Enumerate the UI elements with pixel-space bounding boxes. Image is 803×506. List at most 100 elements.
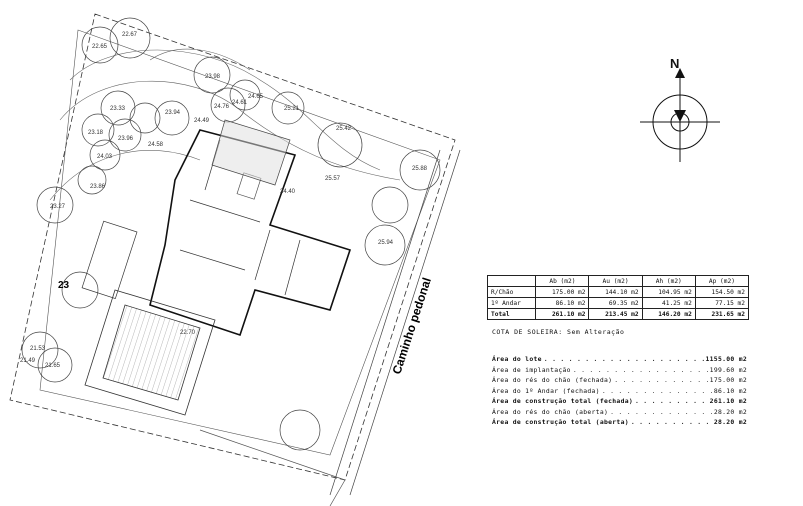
summary-row: Área do 1º Andar (fechada) . . . . . . .… <box>492 386 747 397</box>
summary-label: Área de construção total (fechada) <box>492 397 634 405</box>
tree <box>61 271 99 309</box>
tree <box>271 91 305 125</box>
elevation-label: 23.33 <box>110 106 126 112</box>
summary-label: Área do lote <box>492 355 542 363</box>
elevation-label: 25.42 <box>336 126 352 132</box>
tree <box>77 165 107 195</box>
table-cell: 77.15 m2 <box>694 297 750 309</box>
adjacent-lot <box>199 429 346 506</box>
tree <box>89 139 121 171</box>
tree <box>399 149 441 191</box>
elevation-label: 24.40 <box>280 189 296 195</box>
tree <box>108 118 142 152</box>
summary-label: Área de construção total (aberta) <box>492 418 629 426</box>
summary-row: Área de implantação . . . . . . . . . . … <box>492 365 747 376</box>
summary-label: Área do rés do chão (aberta) <box>492 407 609 416</box>
elevation-label: 23.27 <box>50 204 66 210</box>
table-cell: 175.00 m2 <box>535 286 590 298</box>
header-cell: Ab (m2) <box>535 275 590 287</box>
elevation-label: 22.67 <box>122 32 138 38</box>
elevation-label: 23.98 <box>205 74 221 80</box>
leader-dots: . . . . . . . . . . . . . . . . . . . . … <box>630 418 712 426</box>
tree <box>279 409 321 451</box>
header-cell: Au (m2) <box>588 275 643 287</box>
building-wall <box>254 229 271 281</box>
tree <box>37 347 73 383</box>
leader-dots: . . . . . . . . . . . . . . . . . . . . … <box>610 407 712 416</box>
header-cell: Ah (m2) <box>641 275 696 287</box>
table-cell: 261.10 m2 <box>535 308 590 320</box>
table-cell: 41.25 m2 <box>641 297 696 309</box>
summary-value: 28.20 m2 <box>713 418 747 426</box>
building-outline <box>149 129 352 337</box>
table-row-total: Total 261.10 m2 213.45 m2 146.20 m2 231.… <box>486 308 750 320</box>
elevation-label: 25.88 <box>412 166 428 172</box>
table-row: R/Chão 175.00 m2 144.10 m2 104.95 m2 154… <box>486 286 750 298</box>
path-label: Caminho pedonal <box>390 276 434 376</box>
contour-line <box>149 48 251 71</box>
summary-label: Área do rés do chão (fechada) <box>492 376 613 384</box>
elevation-label: 23.86 <box>90 184 106 190</box>
elevation-label: 25.94 <box>378 240 394 246</box>
summary-value: 28.20 m2 <box>713 407 747 416</box>
elevation-label: 24.03 <box>97 154 113 160</box>
table-cell: 86.10 m2 <box>535 297 590 309</box>
summary-value: 261.10 m2 <box>709 397 747 405</box>
tree <box>109 17 151 59</box>
summary-value: 175.00 m2 <box>709 376 747 384</box>
summary-row: Área do rés do chão (fechada) . . . . . … <box>492 375 747 386</box>
elevation-label: 25.57 <box>325 176 341 182</box>
elevation-label: 23.96 <box>118 136 134 142</box>
terrace <box>211 119 291 186</box>
leader-dots: . . . . . . . . . . . . . . . . . . . . … <box>601 386 712 395</box>
building-wall <box>284 239 301 296</box>
building-wall <box>179 249 246 271</box>
row-label: 1º Andar <box>486 297 537 309</box>
tree <box>100 90 136 126</box>
elevation-label: 23.94 <box>165 110 181 116</box>
elevation-label: 24.76 <box>214 104 230 110</box>
contour-line <box>69 49 381 171</box>
elevation-label: 24.49 <box>194 118 210 124</box>
table-cell: 213.45 m2 <box>588 308 643 320</box>
table-cell: 231.65 m2 <box>694 308 750 320</box>
leader-dots: . . . . . . . . . . . . . . . . . . . . … <box>614 376 707 384</box>
summary-label: Área de implantação <box>492 365 571 374</box>
elevation-label: 25.21 <box>284 106 300 112</box>
leader-dots: . . . . . . . . . . . . . . . . . . . . … <box>572 365 708 374</box>
header-cell <box>486 275 537 287</box>
tree <box>317 122 363 168</box>
table-row: 1º Andar 86.10 m2 69.35 m2 41.25 m2 77.1… <box>486 297 750 309</box>
elevation-labels: 22.6722.6523.9823.3323.9424.4924.7624.61… <box>20 32 428 369</box>
tree <box>81 113 115 147</box>
pool <box>102 304 201 401</box>
table-cell: 104.95 m2 <box>641 286 696 298</box>
summary-row: Área do rés do chão (aberta) . . . . . .… <box>492 407 747 418</box>
pool-deck <box>84 289 216 416</box>
elevation-label: 22.65 <box>92 44 108 50</box>
summary-row: Área de construção total (fechada) . . .… <box>492 396 747 407</box>
elevation-label: 24.65 <box>248 94 264 100</box>
tree <box>371 186 409 224</box>
table-cell: 146.20 m2 <box>641 308 696 320</box>
table-cell: 144.10 m2 <box>588 286 643 298</box>
tree <box>129 102 161 134</box>
area-summary: Área do lote . . . . . . . . . . . . . .… <box>492 354 747 428</box>
path-edge <box>329 149 441 496</box>
elevation-label: 21.49 <box>20 358 36 364</box>
table-cell: 69.35 m2 <box>588 297 643 309</box>
pergola <box>81 220 138 299</box>
summary-value: 86.10 m2 <box>713 386 747 395</box>
north-arrow-icon <box>640 68 720 162</box>
areas-table-header: Ab (m2) Au (m2) Ah (m2) Ap (m2) <box>486 275 750 287</box>
summary-row: Área de construção total (aberta) . . . … <box>492 417 747 428</box>
contour-line <box>59 80 401 181</box>
tree <box>81 26 119 64</box>
contour-line <box>49 150 201 201</box>
header-cell: Ap (m2) <box>694 275 750 287</box>
elevation-label: 21.65 <box>45 363 61 369</box>
elevation-label: 21.53 <box>30 346 46 352</box>
row-label: R/Chão <box>486 286 537 298</box>
north-label: N <box>670 56 680 71</box>
summary-value: 1155.00 m2 <box>705 355 747 363</box>
